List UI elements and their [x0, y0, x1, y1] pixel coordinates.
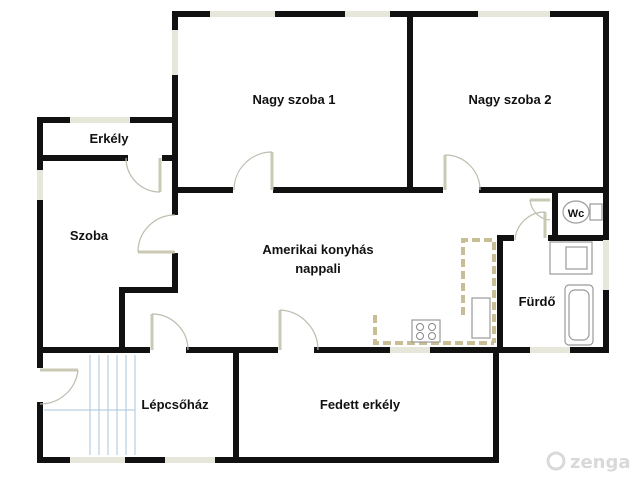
door-swing [39, 369, 79, 405]
watermark: zenga [546, 451, 631, 473]
room-label-fedett-erkely: Fedett erkély [320, 397, 401, 412]
counter-bottom [373, 315, 494, 345]
counter-island [461, 238, 496, 343]
room-label-wc: Wc [568, 208, 585, 220]
stove-icon [411, 319, 441, 343]
watermark-logo-icon [546, 451, 566, 471]
room-label-erkely: Erkély [89, 131, 129, 146]
bathroom-fixtures [549, 200, 603, 346]
watermark-text: zenga [570, 452, 631, 473]
kitchen-sink-icon [471, 297, 491, 339]
door-swing [125, 157, 161, 193]
door-swing [514, 211, 546, 241]
room-label-nagy-szoba-2: Nagy szoba 2 [468, 92, 551, 107]
windows [37, 11, 609, 463]
room-labels: Nagy szoba 1 Nagy szoba 2 Erkély Szoba A… [70, 92, 584, 412]
room-label-furdo: Fürdő [519, 294, 556, 309]
door-swing [151, 313, 189, 351]
door-swing [279, 309, 319, 351]
door-swing [529, 199, 551, 221]
room-label-nagy-szoba-1: Nagy szoba 1 [252, 92, 335, 107]
door-swing [137, 214, 176, 253]
door-swing [233, 151, 273, 191]
outer-wall-bottom [37, 347, 499, 463]
wall-room-bottom [119, 287, 178, 353]
room-label-lepcsohaz: Lépcsőház [141, 397, 209, 412]
kitchen-counter [373, 238, 496, 345]
doors [36, 151, 551, 405]
room-label-szoba: Szoba [70, 228, 109, 243]
stairs [44, 355, 136, 455]
door-swing [444, 154, 481, 191]
room-label-nappali-line-1: Amerikai konyhás [262, 242, 373, 257]
toilet-icon [562, 200, 590, 224]
room-label-nappali-line-2: nappali [295, 261, 341, 276]
